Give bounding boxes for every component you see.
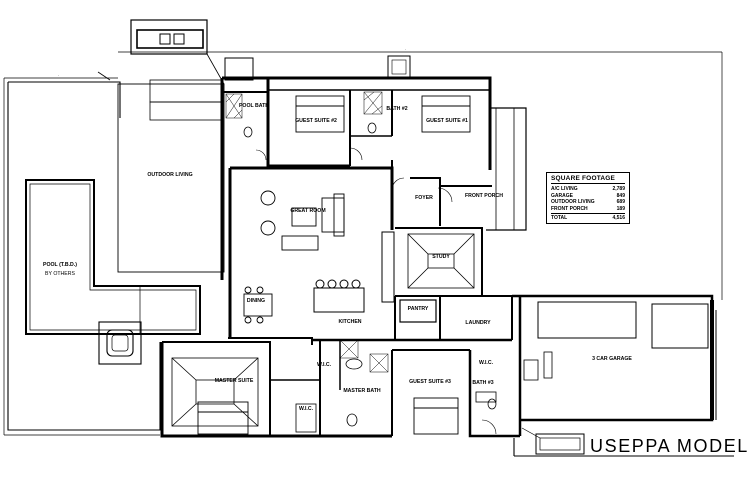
label-guest-suite-3: GUEST SUITE #3 [409, 379, 451, 385]
label-master-suite: MASTER SUITE [215, 378, 254, 384]
label-wic-3: W.I.C. [479, 360, 494, 366]
sqft-row: OUTDOOR LIVING 689 [551, 199, 625, 206]
model-name: USEPPA MODEL [590, 436, 749, 456]
label-pool: POOL (T.B.D.) [43, 262, 77, 268]
label-outdoor-living: OUTDOOR LIVING [147, 172, 192, 178]
square-footage-table: SQUARE FOOTAGE A/C LIVING 2,789 GARAGE 8… [546, 172, 630, 224]
label-front-porch: FRONT PORCH [465, 193, 503, 199]
label-pantry: PANTRY [408, 306, 429, 312]
sqft-row: FRONT PORCH 189 [551, 205, 625, 212]
label-guest-suite-2: GUEST SUITE #2 [295, 118, 337, 124]
sqft-row: A/C LIVING 2,789 [551, 186, 625, 192]
label-garage: 3 CAR GARAGE [592, 356, 632, 362]
label-guest-suite-1: GUEST SUITE #1 [426, 118, 468, 124]
sqft-total-row: TOTAL 4,516 [551, 213, 625, 222]
label-wic-1: W.I.C. [317, 362, 332, 368]
label-master-bath: MASTER BATH [343, 388, 381, 394]
label-kitchen: KITCHEN [338, 319, 361, 325]
square-footage-title: SQUARE FOOTAGE [551, 175, 625, 184]
label-wic-2: W.I.C. [299, 406, 314, 412]
label-bath-2: BATH #2 [386, 106, 407, 112]
svg-text:·: · [405, 48, 406, 52]
label-study: STUDY [432, 254, 450, 260]
label-pool-note: BY OTHERS [45, 271, 75, 277]
sqft-row: GARAGE 849 [551, 192, 625, 199]
label-pool-bath: POOL BATH [239, 103, 269, 109]
label-foyer: FOYER [415, 195, 433, 201]
svg-text:·: · [58, 74, 59, 78]
label-laundry: LAUNDRY [465, 320, 491, 326]
label-bath-3: BATH #3 [472, 380, 493, 386]
label-great-room: GREAT ROOM [290, 208, 325, 214]
label-dining: DINING [247, 298, 265, 304]
